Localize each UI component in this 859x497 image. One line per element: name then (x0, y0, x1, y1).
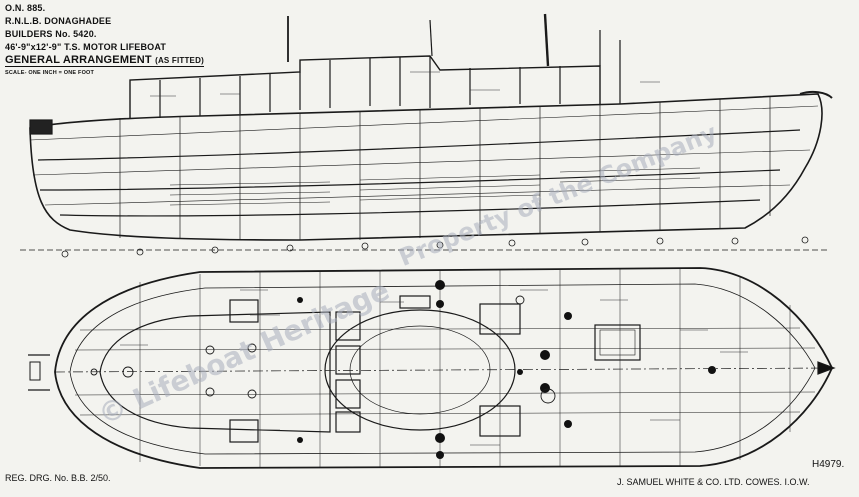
drawing-number: H4979. (812, 459, 845, 470)
plan-view (28, 267, 836, 469)
drawing-title: GENERAL ARRANGEMENT (AS FITTED) (5, 55, 204, 67)
drawing-title-main: GENERAL ARRANGEMENT (5, 54, 152, 66)
vessel-dimensions: 46'-9"x12'-9" T.S. MOTOR LIFEBOAT (5, 42, 167, 52)
builders-number: BUILDERS No. 5420. (5, 29, 97, 39)
official-number: O.N. 885. (5, 3, 46, 13)
registration-drawing-number: REG. DRG. No. B.B. 2/50. (5, 473, 111, 483)
annotation-marks (120, 71, 748, 446)
profile-view (20, 13, 833, 258)
builder-name: J. SAMUEL WHITE & CO. LTD. COWES. I.O.W. (617, 477, 810, 487)
drawing-title-suffix: (AS FITTED) (155, 56, 204, 65)
vessel-name: R.N.L.B. DONAGHADEE (5, 16, 112, 26)
drawing-scale: SCALE- ONE INCH = ONE FOOT (5, 70, 95, 76)
